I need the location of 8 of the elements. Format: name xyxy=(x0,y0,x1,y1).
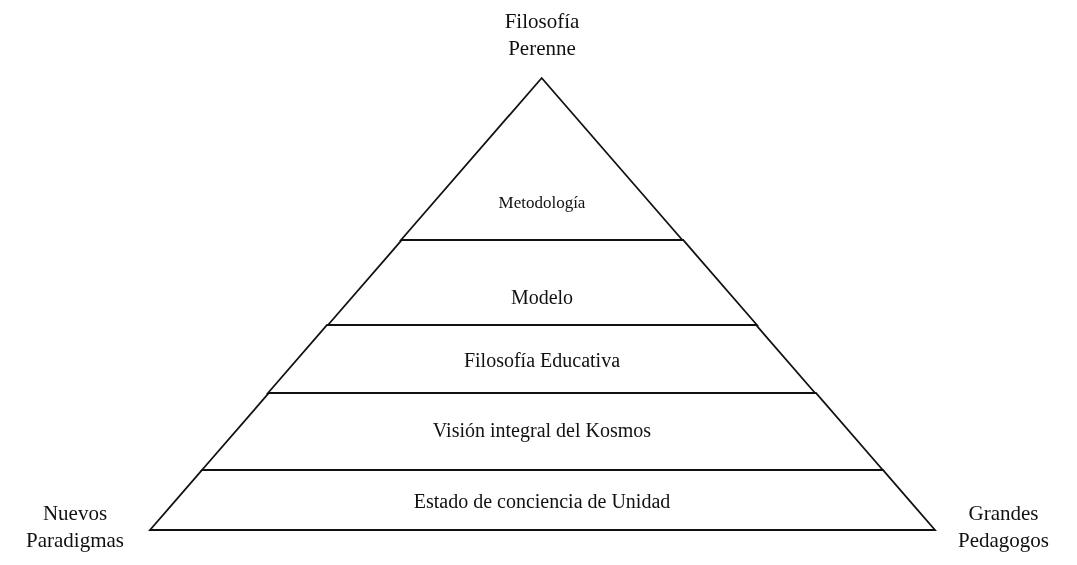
corner-label: Nuevos Paradigmas xyxy=(25,500,125,554)
level-label: Estado de conciencia de Unidad xyxy=(412,489,672,513)
level-label: Modelo xyxy=(509,285,575,309)
level-label: Filosofía Educativa xyxy=(462,348,621,372)
corner-label: Grandes Pedagogos xyxy=(957,500,1050,554)
level-label: Metodología xyxy=(497,193,587,213)
level-label: Visión integral del Kosmos xyxy=(431,418,653,442)
corner-label: Filosofía Perenne xyxy=(503,8,581,62)
